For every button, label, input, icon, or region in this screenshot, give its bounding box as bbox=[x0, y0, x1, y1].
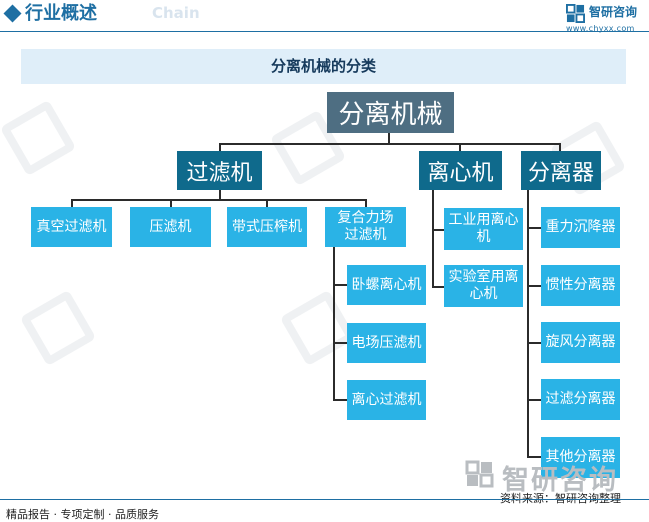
section-title: 行业概述 bbox=[25, 3, 97, 24]
node-electric-press-filter: 电场压滤机 bbox=[347, 323, 426, 363]
watermark bbox=[279, 289, 357, 367]
node-filter: 过滤机 bbox=[177, 151, 262, 190]
footer-logo-icon bbox=[465, 460, 494, 488]
node-inertial-separator: 惯性分离器 bbox=[541, 265, 620, 306]
section-subtitle: Chain bbox=[152, 4, 200, 22]
node-vacuum-filter: 真空过滤机 bbox=[31, 207, 112, 247]
node-industrial-centrifuge: 工业用离心机 bbox=[444, 208, 523, 250]
node-root: 分离机械 bbox=[327, 92, 454, 133]
watermark bbox=[19, 289, 97, 367]
node-press-filter: 压滤机 bbox=[130, 207, 211, 247]
node-decanter-centrifuge: 卧螺离心机 bbox=[347, 265, 426, 305]
watermark-logo-icon bbox=[0, 99, 77, 177]
node-gravity-settler: 重力沉降器 bbox=[541, 207, 620, 248]
node-lab-centrifuge: 实验室用离心机 bbox=[444, 265, 523, 307]
watermark-logo-icon bbox=[19, 289, 97, 367]
header-divider bbox=[0, 31, 649, 32]
node-filter-separator: 过滤分离器 bbox=[541, 379, 620, 420]
node-separator: 分离器 bbox=[521, 151, 601, 190]
watermark bbox=[0, 99, 77, 177]
footer-brand-watermark: 智研咨询 bbox=[502, 465, 618, 496]
brand-url: www.chyxx.com bbox=[566, 24, 635, 33]
header-diamond-icon bbox=[3, 4, 22, 23]
diagram-title: 分离机械的分类 bbox=[21, 49, 626, 84]
brand-name: 智研咨询 bbox=[589, 5, 638, 19]
node-other-separator: 其他分离器 bbox=[541, 437, 620, 478]
watermark-logo-icon bbox=[279, 289, 357, 367]
footer-divider bbox=[0, 499, 649, 500]
node-composite-field-filter: 复合力场过滤机 bbox=[325, 207, 406, 247]
node-belt-press: 带式压榨机 bbox=[227, 207, 307, 247]
source-note: 资料来源：智研咨询整理 bbox=[500, 492, 621, 505]
node-centrifuge: 离心机 bbox=[419, 151, 502, 190]
footer-tagline: 精品报告 · 专项定制 · 品质服务 bbox=[6, 508, 159, 521]
node-centrifugal-filter: 离心过滤机 bbox=[347, 380, 426, 420]
brand-logo-icon bbox=[566, 4, 585, 23]
node-cyclone-separator: 旋风分离器 bbox=[541, 322, 620, 363]
